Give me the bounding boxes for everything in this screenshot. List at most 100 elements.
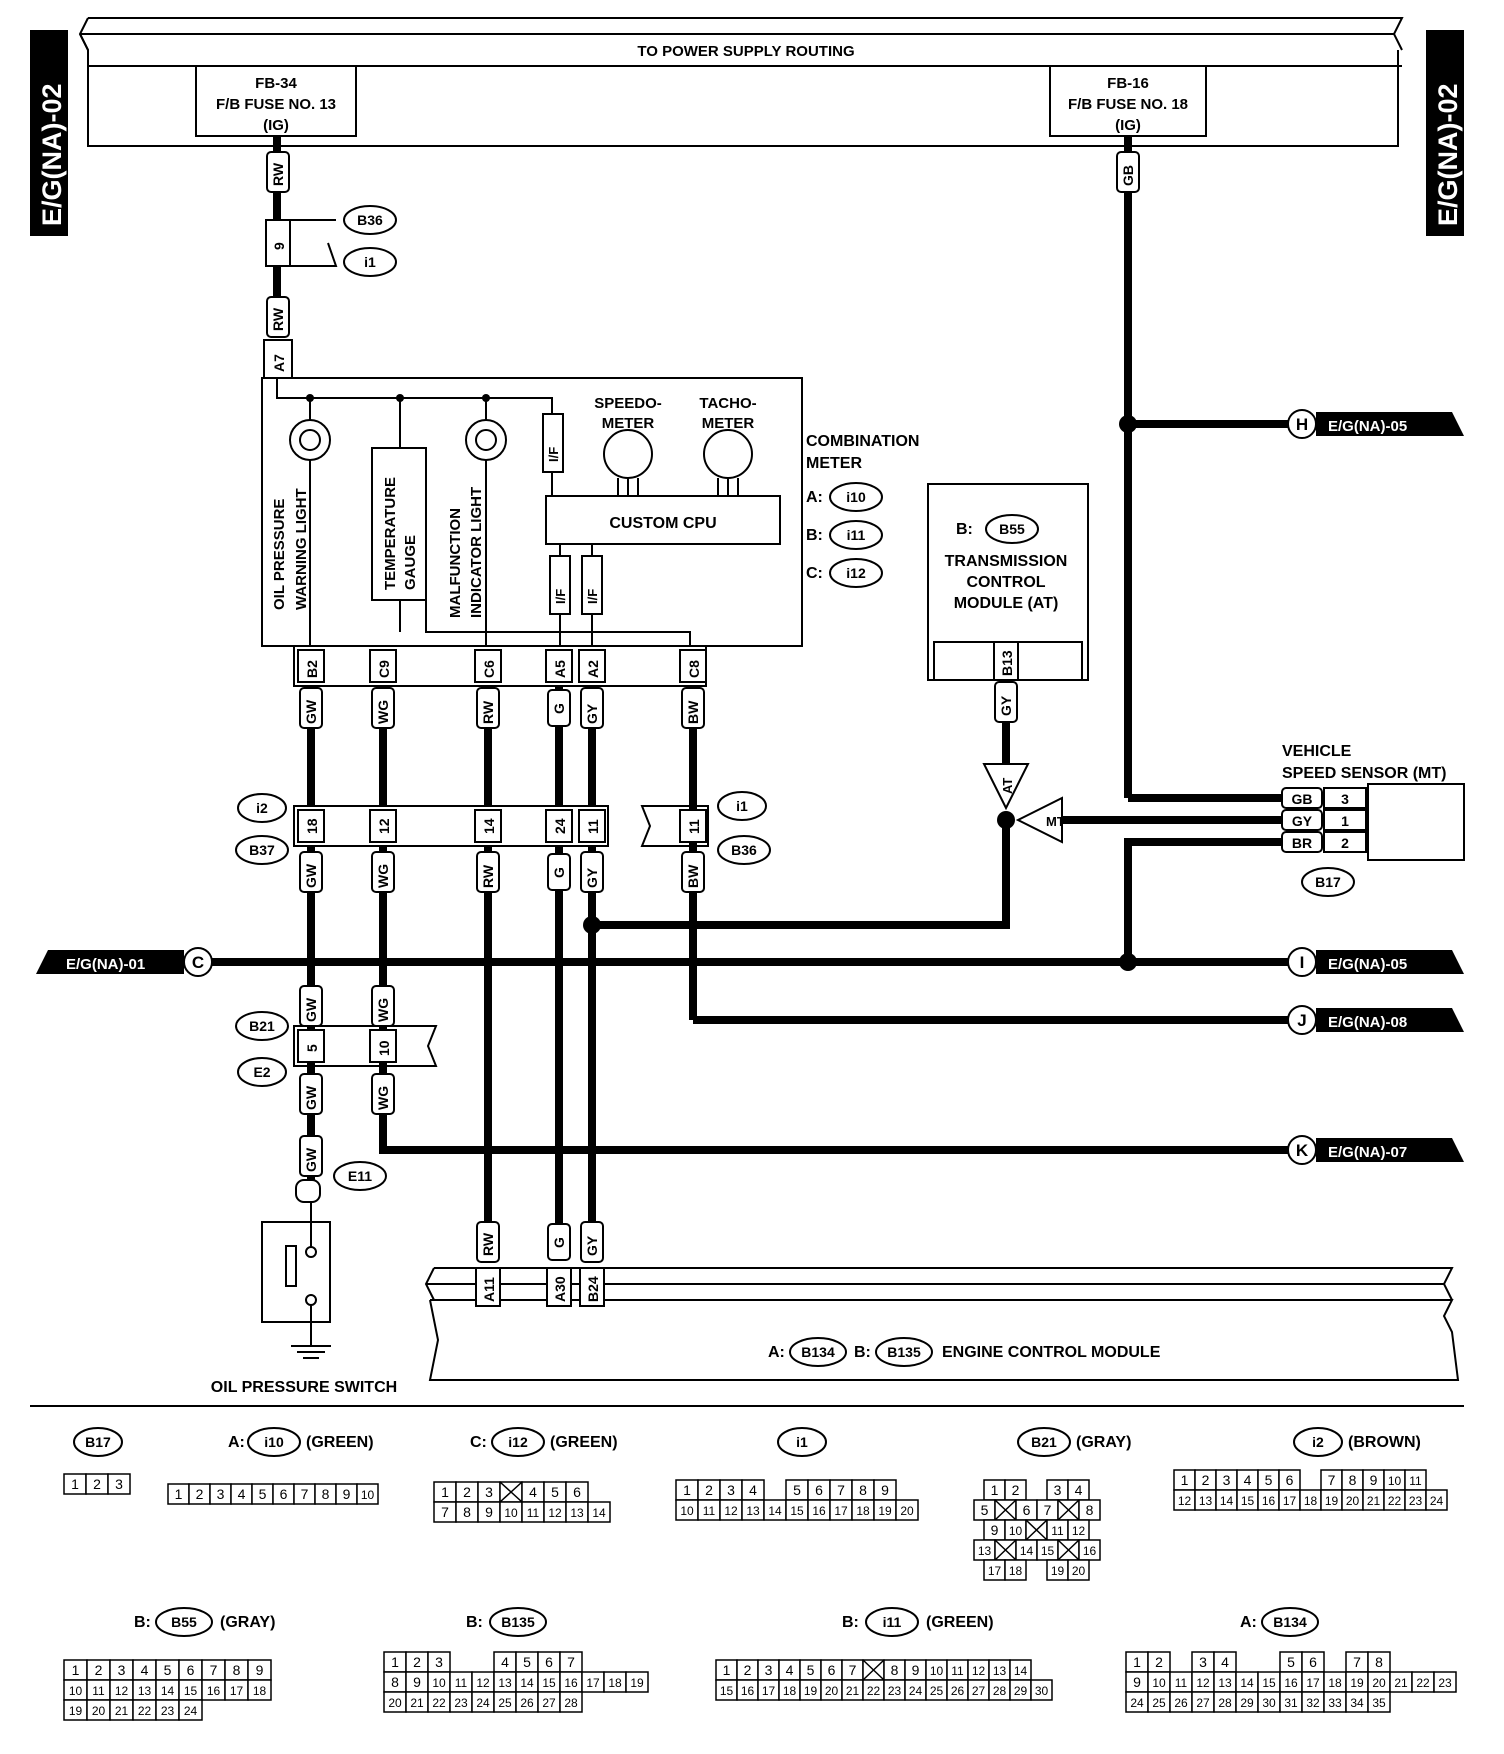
legend-heading-b134: A: B134: [1240, 1607, 1319, 1637]
svg-text:7: 7: [567, 1654, 575, 1670]
connector-pin-cell: 11: [1404, 1469, 1427, 1491]
svg-text:26: 26: [520, 1696, 534, 1710]
svg-text:B134: B134: [1273, 1614, 1307, 1630]
connector-pin-cell: 2: [86, 1659, 111, 1681]
svg-text:11: 11: [1051, 1524, 1064, 1538]
label-b36-mid: B36: [717, 835, 771, 865]
connector-pin-cell: 13: [741, 1499, 765, 1521]
svg-text:(GREEN): (GREEN): [550, 1434, 618, 1451]
svg-text:C:: C:: [806, 565, 823, 582]
svg-text:12: 12: [115, 1684, 129, 1698]
svg-text:13: 13: [1218, 1676, 1232, 1690]
svg-text:i11: i11: [847, 527, 866, 543]
svg-text:21: 21: [1367, 1494, 1381, 1508]
svg-text:4: 4: [501, 1654, 509, 1670]
svg-text:AT: AT: [1000, 778, 1015, 794]
svg-text:COMBINATION: COMBINATION: [806, 433, 919, 450]
svg-text:17: 17: [586, 1676, 600, 1690]
svg-text:19: 19: [69, 1704, 83, 1718]
svg-text:34: 34: [1350, 1696, 1364, 1710]
mil-label-2: INDICATOR LIGHT: [468, 487, 485, 618]
svg-text:1: 1: [175, 1486, 183, 1502]
connector-pin-cell: 18: [247, 1679, 272, 1701]
legend-heading-i12: C: i12 (GREEN): [470, 1427, 618, 1457]
connector-pin-cell: 11: [521, 1501, 545, 1523]
wire-tags-row-4: GW WG GW: [299, 1073, 395, 1177]
connector-pin-cell: 17: [581, 1671, 605, 1693]
ref-j[interactable]: J E/G(NA)-08: [1287, 1005, 1464, 1035]
label-e2: E2: [237, 1057, 287, 1087]
svg-text:19: 19: [1051, 1564, 1065, 1578]
connector-pin-cell: 12: [543, 1501, 567, 1523]
legend-heading-b55: B: B55 (GRAY): [134, 1607, 275, 1637]
svg-text:20: 20: [900, 1504, 914, 1518]
pin-a7: A7: [263, 339, 293, 379]
connector-pin-cell: 35: [1367, 1691, 1391, 1713]
svg-text:G: G: [551, 703, 567, 714]
svg-text:17: 17: [834, 1504, 848, 1518]
svg-text:25: 25: [498, 1696, 512, 1710]
svg-text:GW: GW: [303, 699, 319, 724]
svg-text:13: 13: [570, 1506, 584, 1520]
svg-text:10: 10: [504, 1506, 518, 1520]
svg-text:8: 8: [233, 1662, 241, 1678]
svg-text:11: 11: [92, 1684, 105, 1698]
ref-h[interactable]: H E/G(NA)-05: [1287, 409, 1464, 439]
connector-pin-cell: 3: [1191, 1651, 1215, 1673]
ref-c[interactable]: E/G(NA)-01 C: [36, 947, 213, 977]
svg-text:C8: C8: [686, 660, 702, 678]
svg-text:2: 2: [1012, 1482, 1020, 1498]
svg-text:23: 23: [1409, 1494, 1423, 1508]
svg-text:6: 6: [1286, 1472, 1294, 1488]
svg-text:B37: B37: [249, 842, 275, 858]
svg-text:7: 7: [210, 1662, 218, 1678]
connector-pin-cell: 3: [107, 1473, 131, 1495]
svg-text:B36: B36: [357, 212, 383, 228]
connector-pin-cell: 11: [1046, 1519, 1069, 1541]
connector-pin-cell: 30: [1030, 1679, 1053, 1701]
connector-pin-cell: 9: [904, 1659, 927, 1681]
legend-heading-i11: B: i11 (GREEN): [842, 1607, 994, 1637]
connector-pin-cell: 13: [973, 1539, 996, 1561]
svg-text:15: 15: [542, 1676, 556, 1690]
oil-light-label-1: OIL PRESSURE: [271, 499, 288, 610]
ref-k[interactable]: K E/G(NA)-07: [1287, 1135, 1464, 1165]
connector-pin-cell: 10: [427, 1671, 451, 1693]
side-tab-right[interactable]: E/G(NA)-02: [1426, 30, 1464, 236]
svg-text:4: 4: [141, 1662, 149, 1678]
svg-text:11: 11: [951, 1664, 964, 1678]
svg-text:8: 8: [1349, 1472, 1357, 1488]
svg-text:2: 2: [413, 1654, 421, 1670]
svg-text:G: G: [551, 1237, 567, 1248]
temperature-gauge: [371, 447, 427, 601]
svg-text:2: 2: [463, 1484, 471, 1500]
svg-text:3: 3: [1223, 1472, 1231, 1488]
side-tab-left[interactable]: E/G(NA)-02: [30, 30, 68, 236]
svg-text:BW: BW: [685, 864, 701, 888]
svg-text:31: 31: [1284, 1696, 1298, 1710]
svg-text:B13: B13: [999, 650, 1015, 676]
svg-text:17: 17: [988, 1564, 1002, 1578]
connector-pin-cell: 2: [405, 1651, 429, 1673]
connector-pin-cell: 16: [736, 1679, 759, 1701]
svg-text:14: 14: [481, 818, 497, 834]
connector-pin-cell: 23: [1433, 1671, 1457, 1693]
svg-text:7: 7: [441, 1504, 449, 1520]
connector-pin-cell: 14: [1009, 1659, 1032, 1681]
svg-text:15: 15: [790, 1504, 804, 1518]
svg-text:3: 3: [727, 1482, 735, 1498]
svg-text:9: 9: [256, 1662, 264, 1678]
svg-text:14: 14: [161, 1684, 175, 1698]
ref-i[interactable]: I E/G(NA)-05: [1287, 947, 1464, 977]
svg-text:15: 15: [720, 1684, 734, 1698]
svg-text:GW: GW: [303, 1147, 319, 1172]
svg-text:GB: GB: [1120, 165, 1136, 186]
svg-text:WG: WG: [375, 998, 391, 1022]
connector-pin-cell: 3: [427, 1651, 451, 1673]
connector-pin-cell: 25: [925, 1679, 948, 1701]
connector-pin-cell: 10: [675, 1499, 699, 1521]
svg-text:i10: i10: [846, 489, 866, 505]
connector-pin-cell: 6: [565, 1481, 589, 1503]
